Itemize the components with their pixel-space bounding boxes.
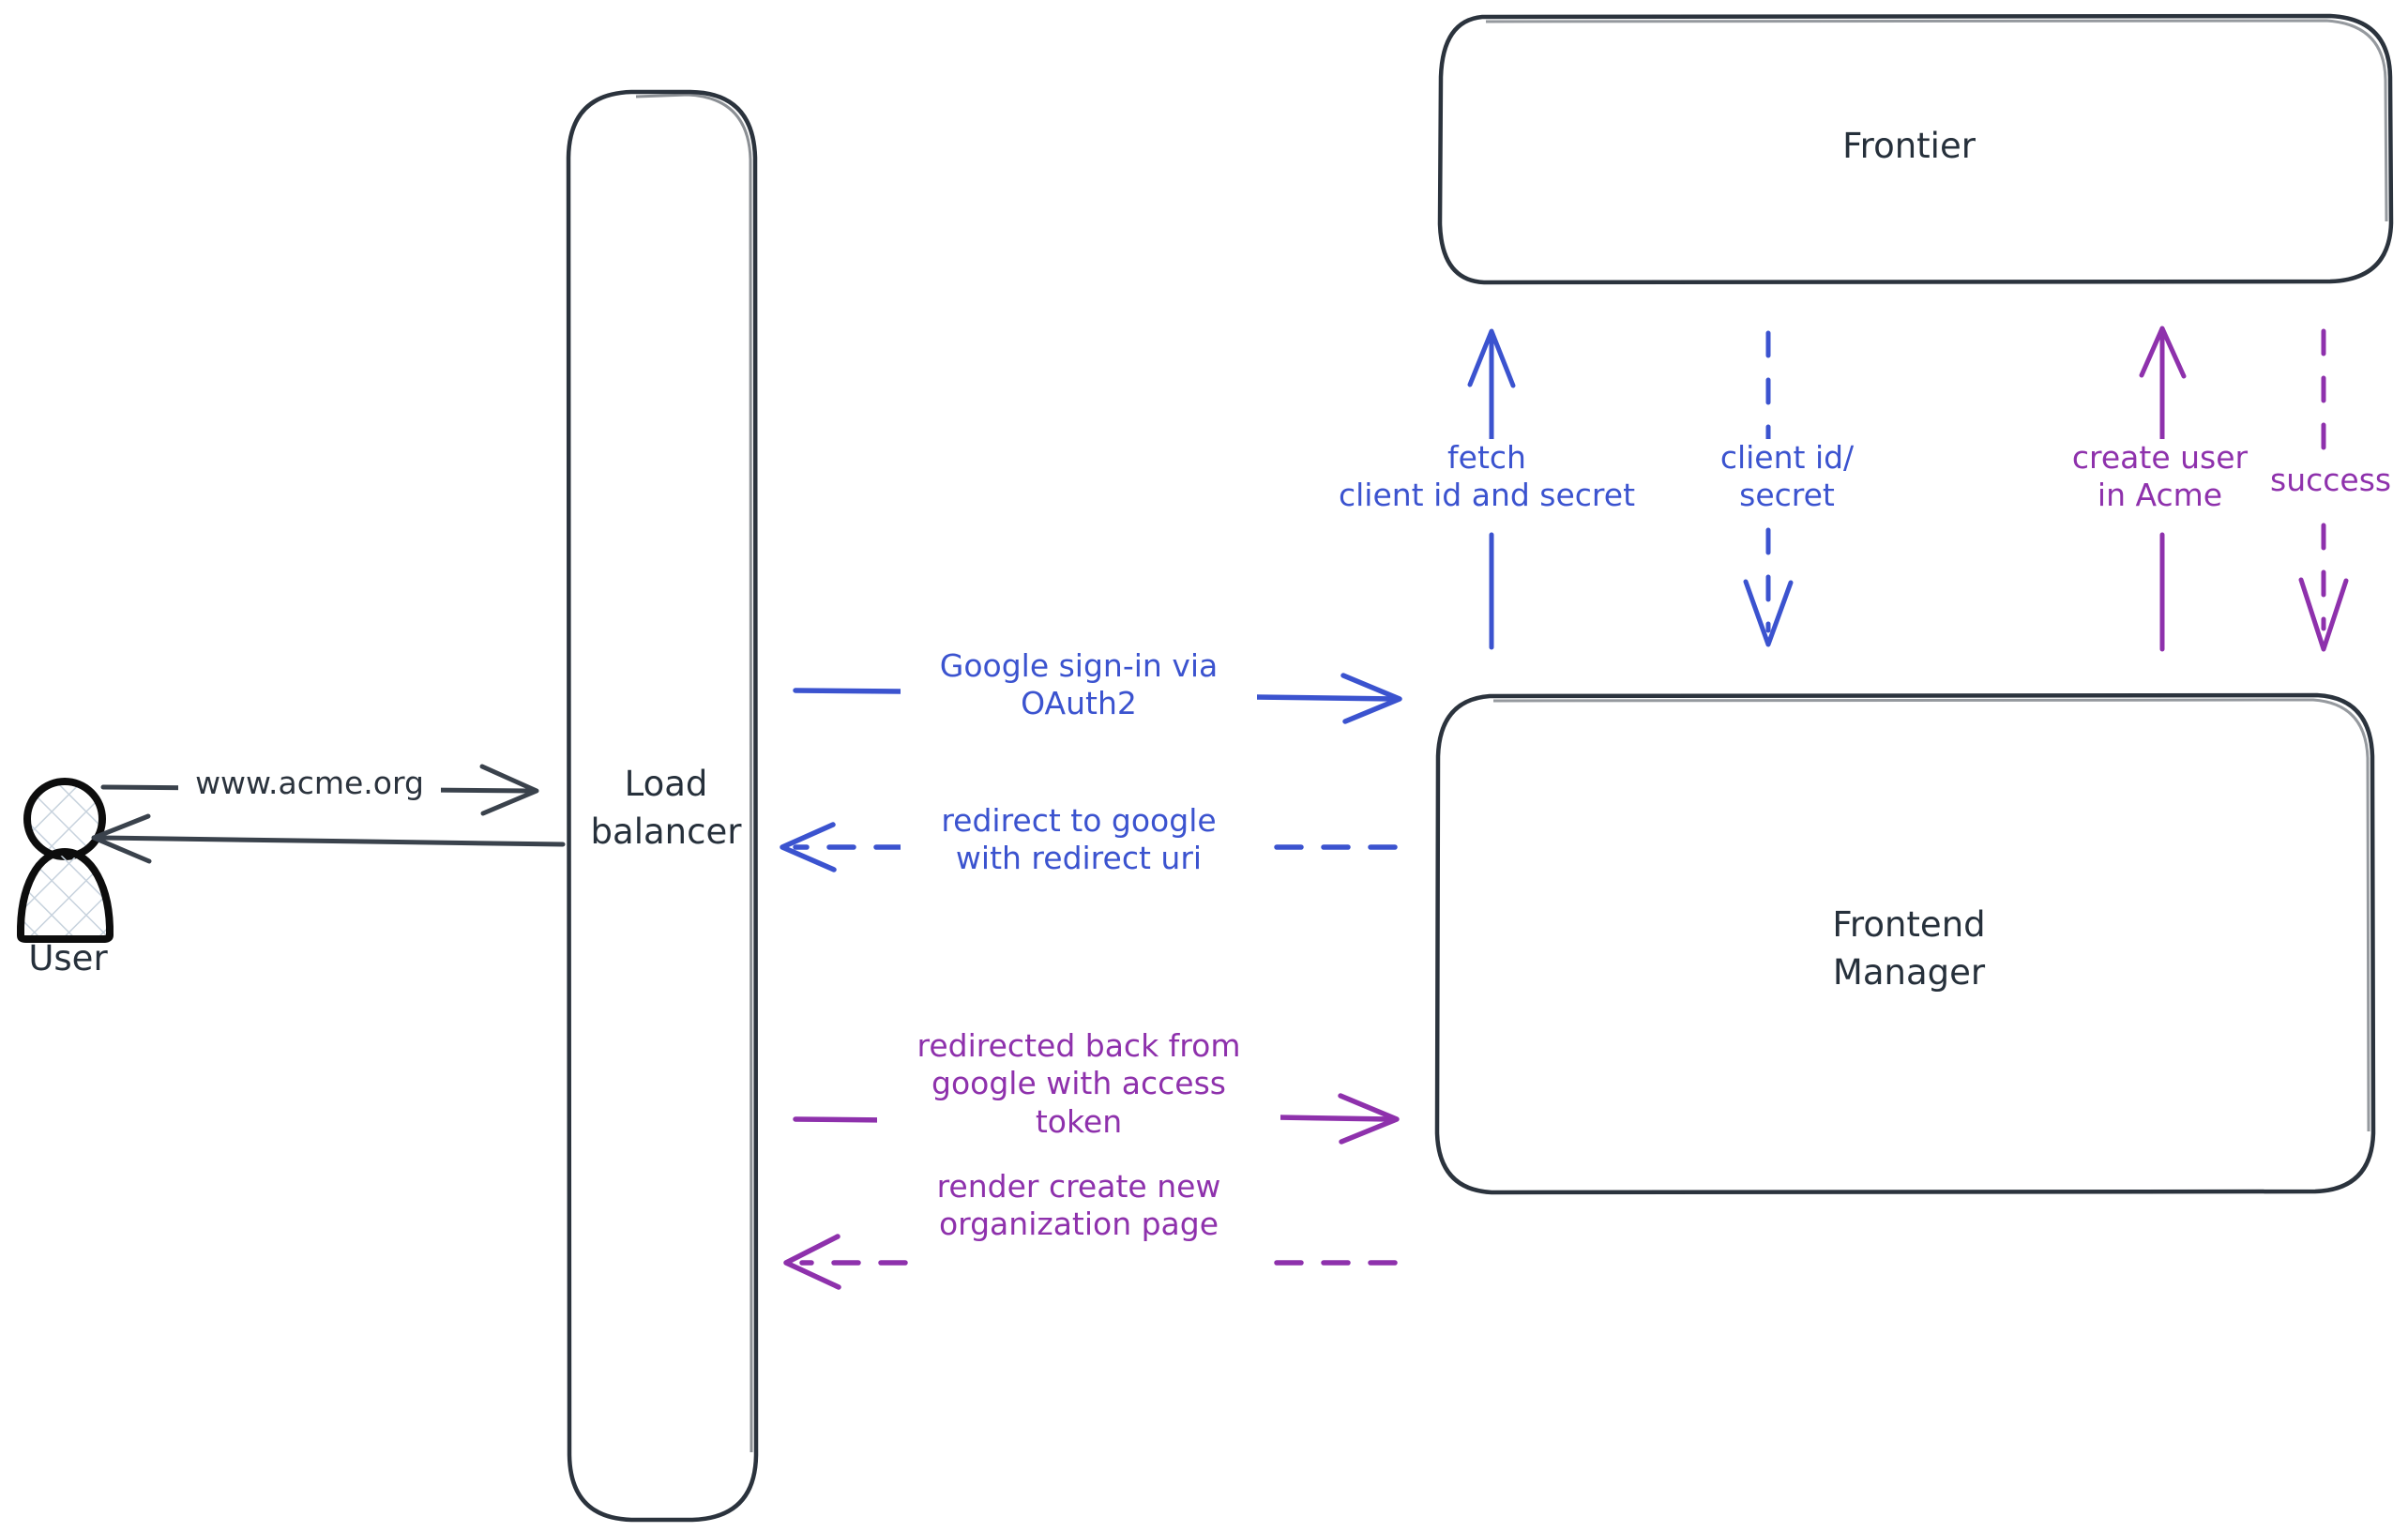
edge-render-create-org-page xyxy=(783,1234,1398,1290)
node-load-balancer[interactable] xyxy=(566,89,759,1523)
edge-lb-to-user xyxy=(91,813,566,864)
edge-create-user-in-acme xyxy=(2139,326,2187,652)
actor-user-icon[interactable] xyxy=(16,778,114,943)
edge-redirect-to-google xyxy=(780,822,1398,872)
edge-fetch-client-id-secret xyxy=(1467,328,1516,650)
edge-google-signin-oauth2 xyxy=(793,673,1402,724)
edge-user-to-lb xyxy=(100,764,539,816)
node-frontend-manager[interactable] xyxy=(1434,692,2376,1195)
node-frontier[interactable] xyxy=(1437,13,2394,285)
edge-client-id-secret-response xyxy=(1743,330,1794,647)
edge-redirected-back-with-token xyxy=(793,1093,1400,1145)
edge-success-response xyxy=(2298,328,2349,652)
